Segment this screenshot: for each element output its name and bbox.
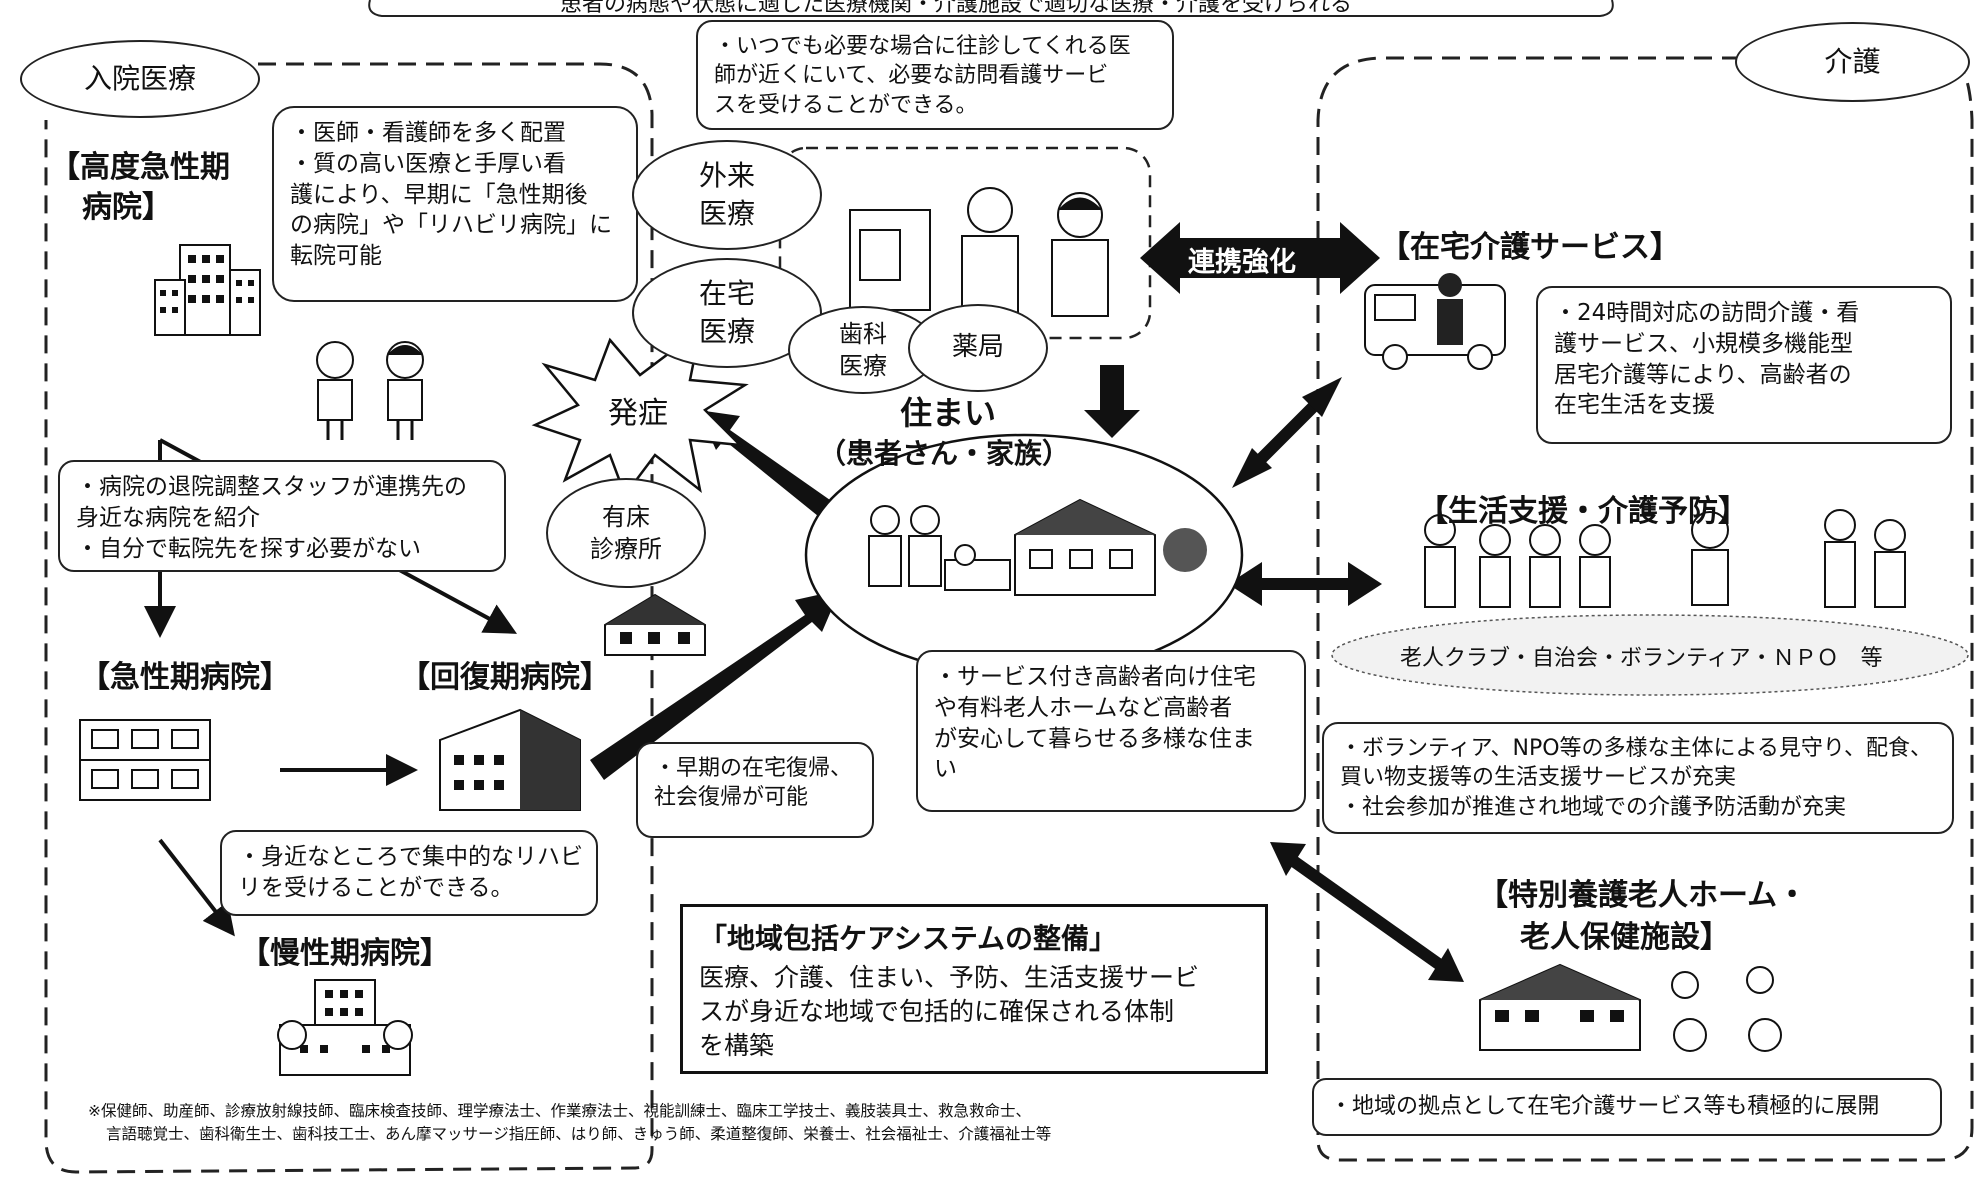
home-care-label: 【在宅介護サービス】 [1380,230,1680,265]
nursing-home-note: ・地域の拠点として在宅介護サービス等も積極的に展開 [1312,1078,1942,1136]
inpatient-clinic: 有床診療所 [546,478,706,588]
discharge-coordination-note: ・病院の退院調整スタッフが連携先の身近な病院を紹介 ・自分で転院先を探す必要がな… [58,460,506,572]
home-care-note: ・24時間対応の訪問介護・看護サービス、小規模多機能型 居宅介護等により、高齢者… [1536,286,1952,444]
home-visit-doctors-icon [849,187,1109,317]
community-groups-label: 老人クラブ・自治会・ボランティア・ＮＰＯ 等 [1400,646,1883,671]
hospital-building-icon [154,244,261,336]
rehab-note: ・身近なところで集中的なリハビリを受けることができる。 [220,830,598,916]
housing-note: ・サービス付き高齢者向け住宅や有料老人ホームなど高齢者 が安心して暮らせる多様な… [916,650,1306,812]
staff-footnote: ※保健師、助産師、診療放射線技師、臨床検査技師、理学療法士、作業療法士、視能訓練… [88,1102,1052,1144]
family-care-icon [868,505,1011,591]
chronic-hospital-label: 【慢性期病院】 [240,936,450,971]
life-support-note: ・ボランティア、NPO等の多様な主体による見守り、配食、買い物支援等の生活支援サ… [1322,722,1954,834]
advanced-acute-label-1: 【高度急性期 [50,150,230,185]
nursing-home-label-2: 老人保健施設】 [1520,920,1730,955]
acute-hospital-icon [79,719,211,801]
residence-subtitle: （患者さん・家族） [818,437,1071,470]
recovery-hospital-icon [439,708,581,811]
system-box: 「地域包括ケアシステムの整備」 医療、介護、住まい、予防、生活支援サービスが身近… [680,904,1268,1074]
community-ellipse [1331,614,1969,696]
recovery-hospital-label: 【回復期病院】 [400,660,610,695]
region-label-care: 介護 [1735,22,1970,102]
clinic-house-icon [604,593,706,656]
arrow-clinic-home [1084,365,1140,438]
life-support-label: 【生活支援・介護予防】 [1418,494,1748,529]
house-icon [1014,498,1207,596]
chronic-hospital-icon [277,979,413,1076]
hospital-region-border [44,62,654,1174]
onset-starburst [531,327,749,498]
system-title: 「地域包括ケアシステムの整備」 [699,922,1118,955]
outpatient-medical: 外来医療 [632,140,822,250]
system-text: 医療、介護、住まい、予防、生活支援サービスが身近な地域で包括的に確保される体制を… [699,963,1200,1060]
nursing-home-icon [1479,963,1782,1052]
advanced-acute-note: ・医師・看護師を多く配置・質の高い医療と手厚い看 護により、早期に「急性期後の病… [272,106,638,302]
top-brace [368,0,1614,17]
clinic-frame [778,146,1152,340]
community-people-icon [1424,509,1906,608]
top-summary-text: 患者の病態や状態に適した医療機関・介護施設で適切な医療・介護を受けられる [560,0,1353,17]
region-label-hospital: 入院医療 [20,40,260,118]
cooperation-label: 連携強化 [1188,247,1296,278]
advanced-acute-label-2: 病院】 [82,190,172,225]
residence-title: 住まい [900,394,997,432]
care-van-icon [1364,273,1506,370]
nursing-home-label-1: 【特別養護老人ホーム・ [1478,878,1808,913]
home-visit-note: ・いつでも必要な場合に往診してくれる医師が近くにいて、必要な訪問看護サービ スを… [696,20,1174,130]
arrow-home-nursing [1288,855,1444,970]
acute-hospital-label: 【急性期病院】 [80,660,290,695]
doctor-nurse-icon [316,341,424,440]
arrow-recovery-home [590,590,840,780]
cooperation-arrow [1140,222,1380,294]
pharmacy: 薬局 [908,304,1048,392]
arrow-to-chronic [158,838,235,937]
care-region-border [1316,56,1974,1162]
onset-label: 発症 [608,396,668,431]
early-return-note: ・早期の在宅復帰、社会復帰が可能 [636,742,874,838]
